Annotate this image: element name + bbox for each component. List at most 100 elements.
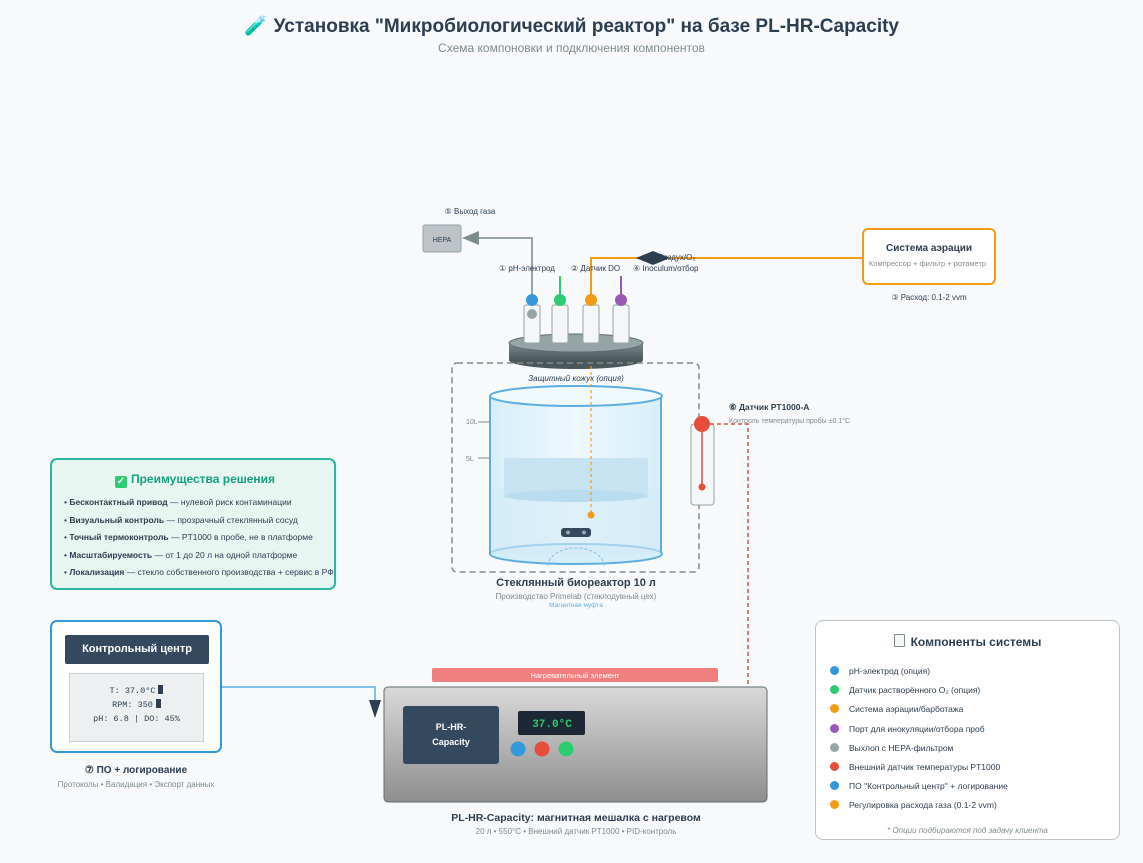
brand-panel — [403, 706, 499, 764]
legend-dot — [830, 666, 839, 675]
red-knob[interactable] — [534, 741, 550, 757]
page-title: 🧪Установка "Микробиологический реактор" … — [0, 14, 1143, 38]
component-item-label: Система аэрации/барботажа — [849, 704, 964, 715]
clipboard-icon — [893, 634, 905, 647]
advantage-item: • Точный термоконтроль — PT1000 в пробе,… — [64, 532, 313, 542]
gas-outlet-arrow — [462, 231, 479, 245]
component-item: Датчик растворённого O₂ (опция) — [830, 685, 1119, 704]
advantage-item: • Локализация — стекло собственного прои… — [64, 567, 334, 577]
advantage-item-bold: Бесконтактный привод — [69, 497, 168, 507]
advantage-item: • Бесконтактный привод — нулевой риск ко… — [64, 497, 292, 507]
green-knob[interactable] — [558, 741, 574, 757]
control-link-line — [222, 686, 376, 712]
page-subtitle: Схема компоновки и подключения компонент… — [438, 41, 705, 55]
stir-bar-dot — [566, 530, 570, 535]
component-item-label: Датчик растворённого O₂ (опция) — [849, 685, 981, 696]
legend-dot — [830, 781, 839, 791]
components-note: * Опции подбираются под задачу клиента — [887, 826, 1048, 835]
glass-vessel — [489, 385, 663, 565]
advantages-list: • Бесконтактный привод — нулевой риск ко… — [64, 497, 334, 577]
blue-knob[interactable] — [510, 741, 526, 757]
aeration-subtitle: Компрессор + фильтр + ротаметр — [868, 259, 987, 268]
screen-line-ph-do: pH: 6.8 | DO: 45% — [93, 714, 180, 724]
lid-top — [508, 333, 644, 353]
hepa-filter — [422, 224, 462, 253]
heater-caption: PL-HR-Capacity: магнитная мешалка с нагр… — [451, 812, 701, 824]
advantages-title-text: Преимущества решения — [130, 472, 276, 486]
mark-5l: 5L — [466, 456, 474, 463]
aeration-flow-label: ③ Расход: 0.1-2 vvm — [891, 293, 967, 302]
advantage-item-text: — прозрачный стеклянный сосуд — [164, 514, 298, 525]
advantage-item-text: — стекло собственного производства + сер… — [124, 567, 334, 577]
aeration-system-box: Система аэрации Компрессор + фильтр + ро… — [862, 228, 996, 285]
advantage-item-text: — нулевой риск контаминации — [167, 497, 292, 507]
legend-dot — [830, 685, 839, 695]
control-center-title: Контрольный центр — [65, 635, 209, 664]
brand-line-1: PL-HR- — [436, 722, 467, 732]
component-item: ПО "Контрольный центр" + логирование — [830, 781, 1119, 800]
component-item-label: Выхлоп с HEPA-фильтром — [849, 742, 954, 753]
port-air — [582, 294, 600, 344]
temperature-display-value: 37.0°C — [532, 719, 572, 731]
pt1000-tip — [698, 483, 706, 491]
ph-port-label: ① pH-электрод — [499, 264, 555, 273]
shield-label: Защитный кожух (опция) — [528, 374, 624, 383]
components-title-text: Компоненты системы — [910, 635, 1042, 649]
control-center-panel: Контрольный центр T: 37.0°C RPM: 350 pH:… — [50, 620, 222, 753]
pt1000-cable — [586, 423, 749, 717]
sensor-subtitle: Контроль температуры пробы ±0.1°C — [729, 417, 850, 425]
component-item-label: Внешний датчик температуры PT1000 — [849, 761, 1001, 772]
component-item-label: pH-электрод (опция) — [849, 666, 931, 676]
heating-element-label: Нагревательный элемент — [530, 671, 620, 680]
sensor-title: ⑥ Датчик PT1000-A — [729, 402, 809, 412]
advantage-item-text: — PT1000 в пробе, не в платформе — [168, 532, 313, 542]
control-caption-sub: Протоколы • Валидация • Экспорт данных — [57, 780, 215, 789]
component-item: Порт для инокуляции/отбора проб — [830, 723, 1119, 743]
temperature-display — [518, 711, 585, 735]
heater-caption-sub: 20 л • 550°C • Внешний датчик PT1000 • P… — [476, 827, 677, 836]
air-label: Воздух/O₂ — [658, 253, 695, 262]
port-do — [551, 294, 569, 344]
advantages-title: ✓Преимущества решения — [64, 472, 326, 488]
advantage-item: • Масштабируемость — от 1 до 20 л на одн… — [64, 549, 298, 560]
port-ph — [523, 294, 541, 344]
inoculum-port-label: ④ Inoculum/отбор — [633, 264, 699, 273]
sparger-tip — [587, 511, 595, 519]
advantage-item-text: — от 1 до 20 л на одной платформе — [152, 549, 298, 560]
aeration-title: Система аэрации — [885, 243, 973, 254]
legend-dot — [830, 742, 839, 752]
component-item-label: ПО "Контрольный центр" + логирование — [849, 781, 1008, 792]
hepa-label: HEPA — [433, 237, 452, 244]
cursor-block — [158, 685, 164, 694]
heating-element — [432, 668, 718, 682]
test-tube-icon: 🧪 — [244, 16, 268, 37]
component-item: Регулировка расхода газа (0.1-2 vvm) — [830, 800, 1119, 819]
advantage-item-bold: Точный термоконтроль — [69, 532, 169, 542]
air-supply-line — [590, 257, 862, 300]
reactor-title: Стеклянный биореактор 10 л — [496, 577, 656, 589]
control-link-arrow — [369, 700, 381, 718]
brand-line-2: Capacity — [432, 737, 470, 747]
control-center-screen: T: 37.0°C RPM: 350 pH: 6.8 | DO: 45% — [69, 673, 204, 742]
component-item-label: Регулировка расхода газа (0.1-2 vvm) — [849, 800, 997, 811]
components-list: pH-электрод (опция) Датчик растворённого… — [830, 666, 1119, 820]
reactor-subtitle: Производство Primelab (стеклодувный цех) — [496, 592, 657, 601]
magnetic-coupling-arc — [547, 547, 605, 567]
components-title: Компоненты системы — [816, 634, 1119, 649]
component-item-label: Порт для инокуляции/отбора проб — [849, 723, 985, 734]
advantage-item-bold: Локализация — [69, 567, 125, 577]
control-caption: ⑦ ПО + логирование — [84, 765, 188, 776]
mark-10l: 10L — [466, 419, 478, 426]
screen-rpm-value: RPM: 350 — [112, 700, 153, 710]
component-item: Внешний датчик температуры PT1000 — [830, 761, 1119, 781]
component-item: Выхлоп с HEPA-фильтром — [830, 742, 1119, 762]
components-panel: Компоненты системы pH-электрод (опция) Д… — [815, 620, 1120, 840]
advantages-panel: ✓Преимущества решения • Бесконтактный пр… — [50, 458, 336, 590]
stir-bar — [561, 528, 591, 537]
legend-dot — [830, 723, 839, 733]
screen-line-temperature: T: 37.0°C — [70, 684, 203, 698]
header: 🧪Установка "Микробиологический реактор" … — [0, 14, 1143, 55]
page-title-text: Установка "Микробиологический реактор" н… — [273, 16, 899, 37]
advantage-item: • Визуальный контроль — прозрачный стекл… — [64, 514, 298, 525]
